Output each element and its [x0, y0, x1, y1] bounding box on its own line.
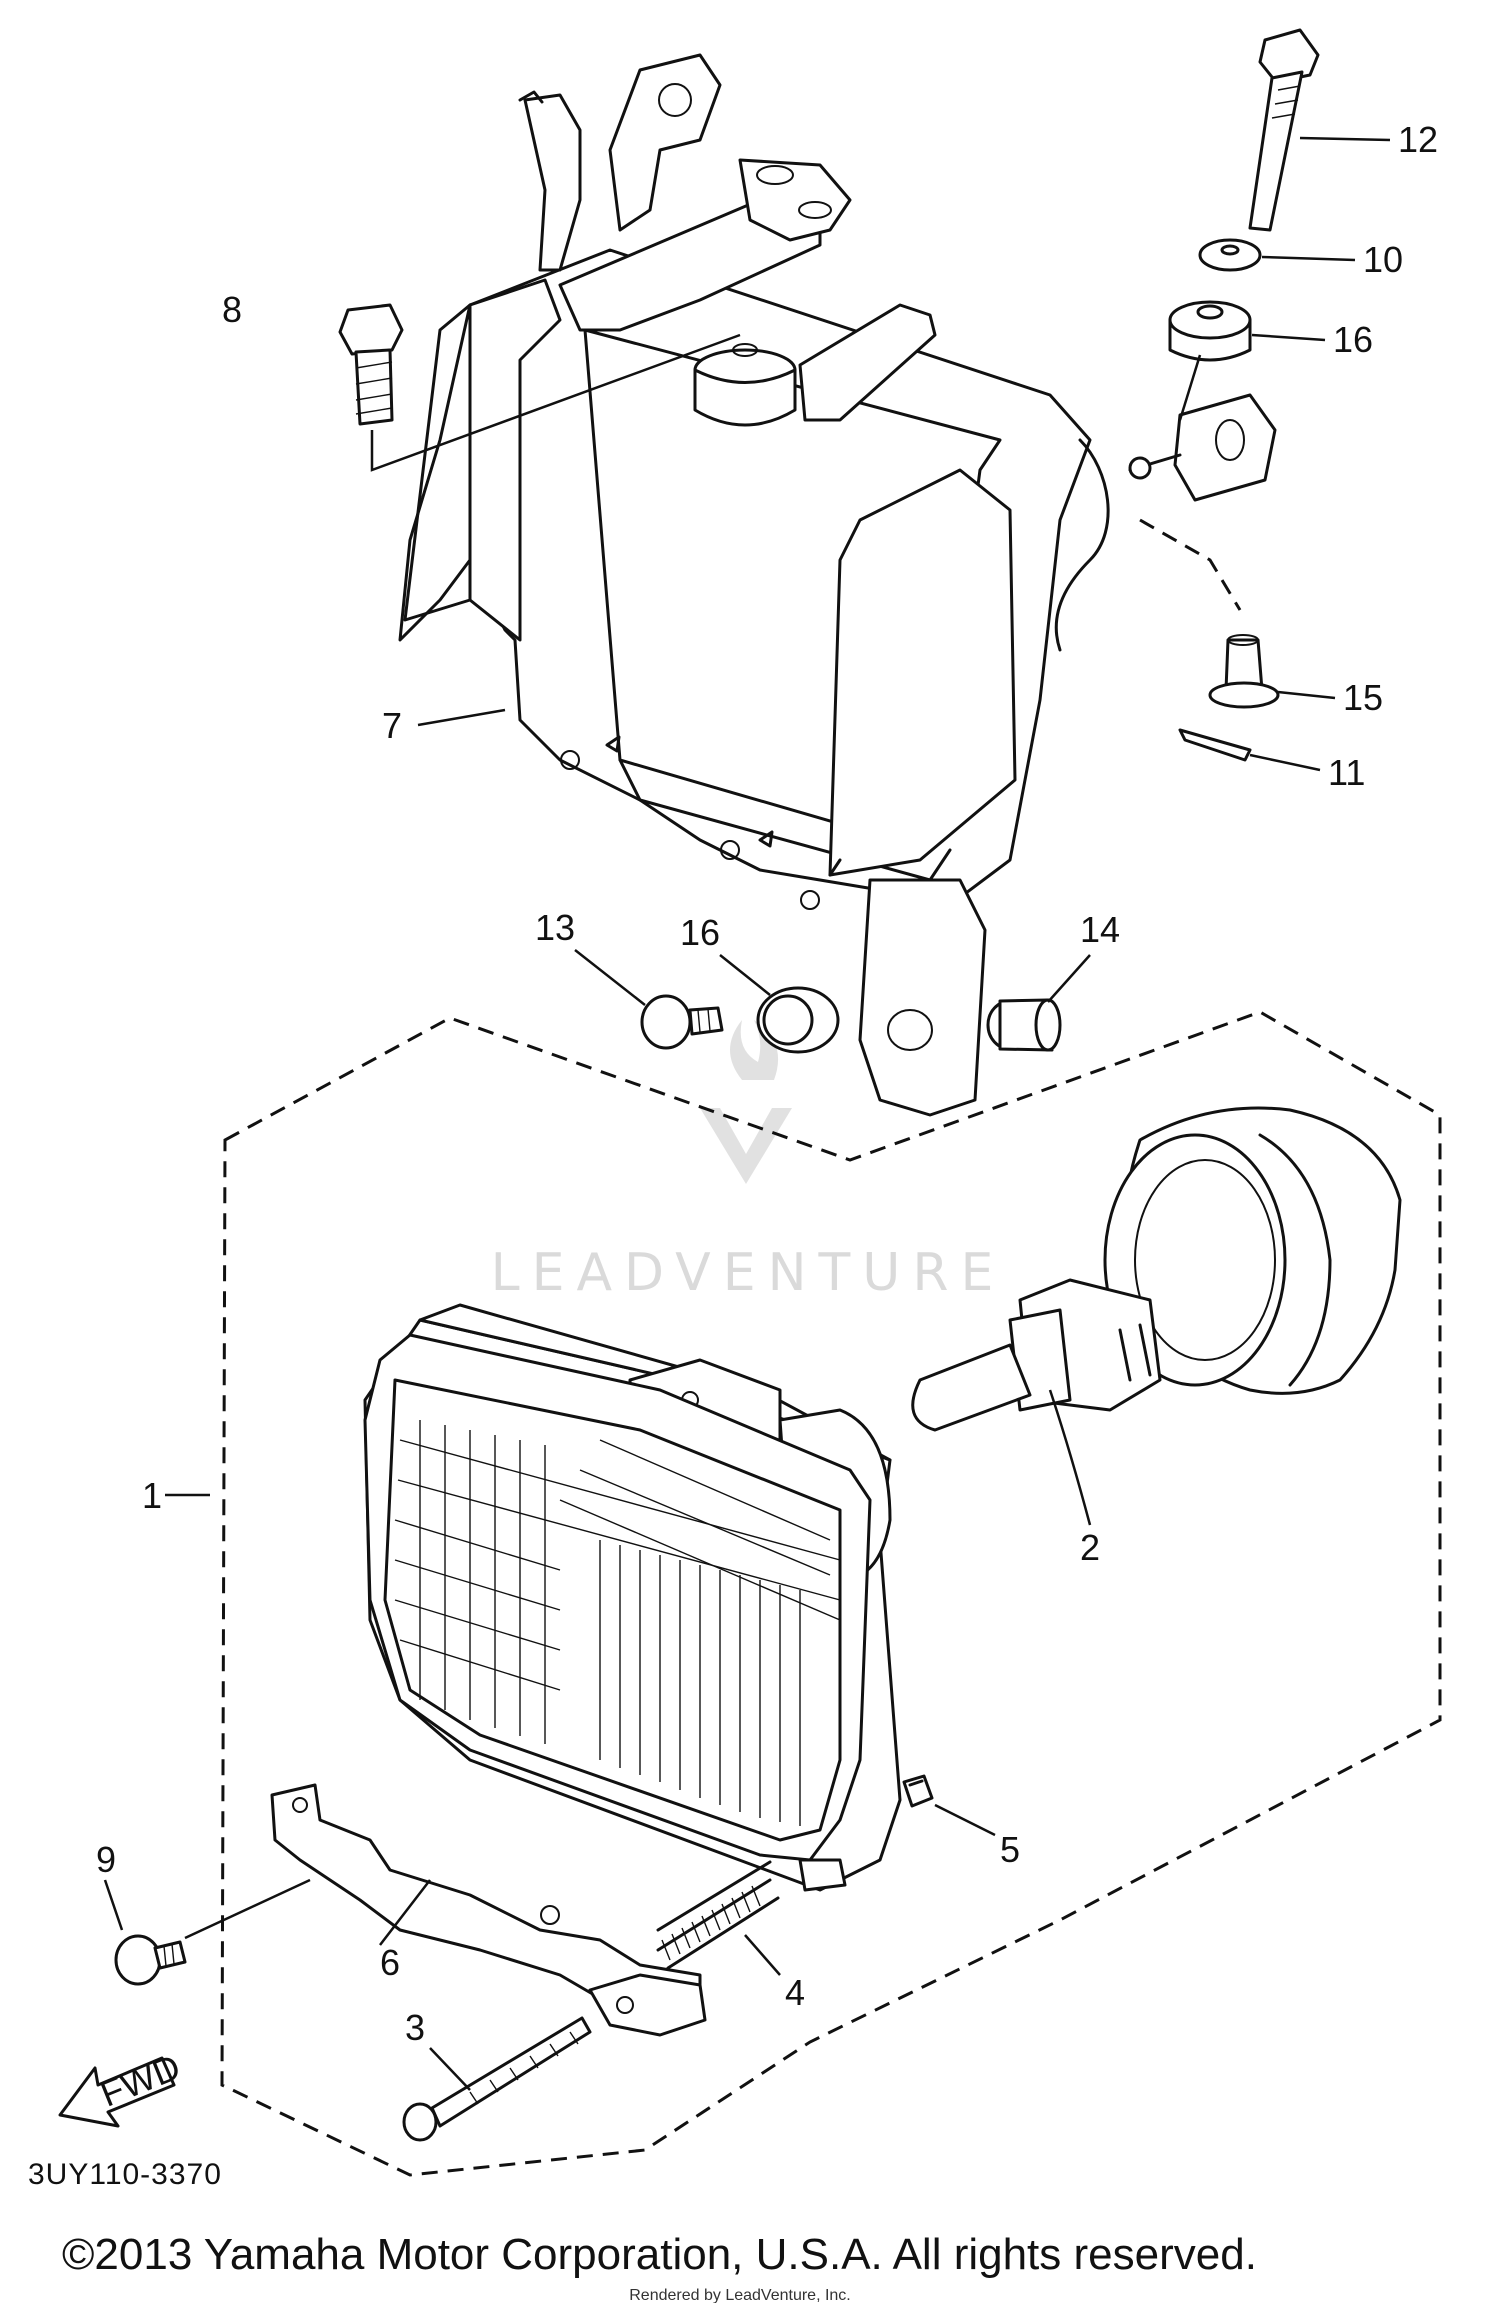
bolt-part-8	[338, 303, 404, 426]
callout-11: 11	[1328, 752, 1365, 793]
leader-4	[744, 1934, 781, 1976]
callout-4: 4	[785, 1972, 805, 2013]
callout-16-bottom: 16	[680, 912, 720, 953]
bolt-part-12	[1248, 28, 1320, 232]
fwd-label: FWD	[95, 2046, 186, 2115]
leader-7	[417, 708, 506, 727]
spring-part-4	[656, 1860, 780, 1970]
adjusting-screw-part-3	[402, 2016, 592, 2142]
leader-15	[1277, 690, 1336, 700]
diagram-reference-code: 3UY110-3370	[28, 2158, 222, 2191]
callout-7: 7	[382, 705, 402, 746]
headlight-unit-part-1	[363, 1303, 902, 1892]
screw-part-9	[114, 1934, 187, 1986]
forward-direction-arrow: FWD	[58, 2046, 186, 2128]
copyright-notice: ©2013 Yamaha Motor Corporation, U.S.A. A…	[62, 2230, 1257, 2279]
leader-12	[1299, 136, 1391, 142]
render-credit: Rendered by LeadVenture, Inc.	[629, 2287, 851, 2303]
grommet-part-16-top	[1168, 300, 1252, 362]
leader-9	[184, 1878, 311, 1940]
bulb-part-2	[911, 1278, 1162, 1432]
leader-9-top	[103, 1879, 124, 1931]
callout-3: 3	[405, 2007, 425, 2048]
callout-2: 2	[1080, 1527, 1100, 1568]
headlight-stay-part-7	[398, 53, 1277, 1117]
leadventure-watermark: LEADVENTURE	[491, 1020, 1006, 1303]
callout-9: 9	[96, 1839, 116, 1880]
leader-16-bottom	[719, 954, 771, 996]
leader-16-top-to-bracket	[1178, 354, 1202, 421]
callout-13: 13	[535, 907, 575, 948]
grommet-part-16-bottom	[756, 986, 840, 1054]
leader-3	[429, 2047, 471, 2091]
callout-1: 1	[142, 1475, 162, 1516]
screw-part-13	[640, 994, 724, 1050]
callout-8: 8	[222, 289, 242, 330]
callout-10: 10	[1363, 239, 1403, 280]
mounting-bracket-part-6	[270, 1783, 707, 2037]
callout-6: 6	[380, 1942, 400, 1983]
headlight-assembly-boundary	[220, 1010, 1442, 2177]
nut-part-5	[902, 1774, 934, 1808]
watermark-text: LEADVENTURE	[491, 1243, 1006, 1303]
leader-5	[934, 1803, 996, 1837]
collar-part-14	[986, 998, 1062, 1052]
washer-part-10	[1198, 238, 1262, 272]
leader-16-top	[1251, 333, 1326, 342]
leader-13	[574, 949, 646, 1006]
callout-12: 12	[1398, 119, 1438, 160]
cotter-pin-part-11	[1178, 728, 1252, 762]
leader-6	[379, 1879, 431, 1946]
callout-16-top: 16	[1333, 319, 1373, 360]
leader-10	[1261, 255, 1356, 262]
collar-part-15	[1208, 634, 1280, 709]
callout-14: 14	[1080, 909, 1120, 950]
leader-8	[370, 333, 741, 472]
callout-5: 5	[1000, 1829, 1020, 1870]
leader-14	[1047, 954, 1091, 1003]
leader-11	[1249, 753, 1321, 772]
leader-15-to-stay	[1139, 518, 1242, 611]
callout-15: 15	[1343, 677, 1383, 718]
leader-2	[1048, 1389, 1092, 1526]
